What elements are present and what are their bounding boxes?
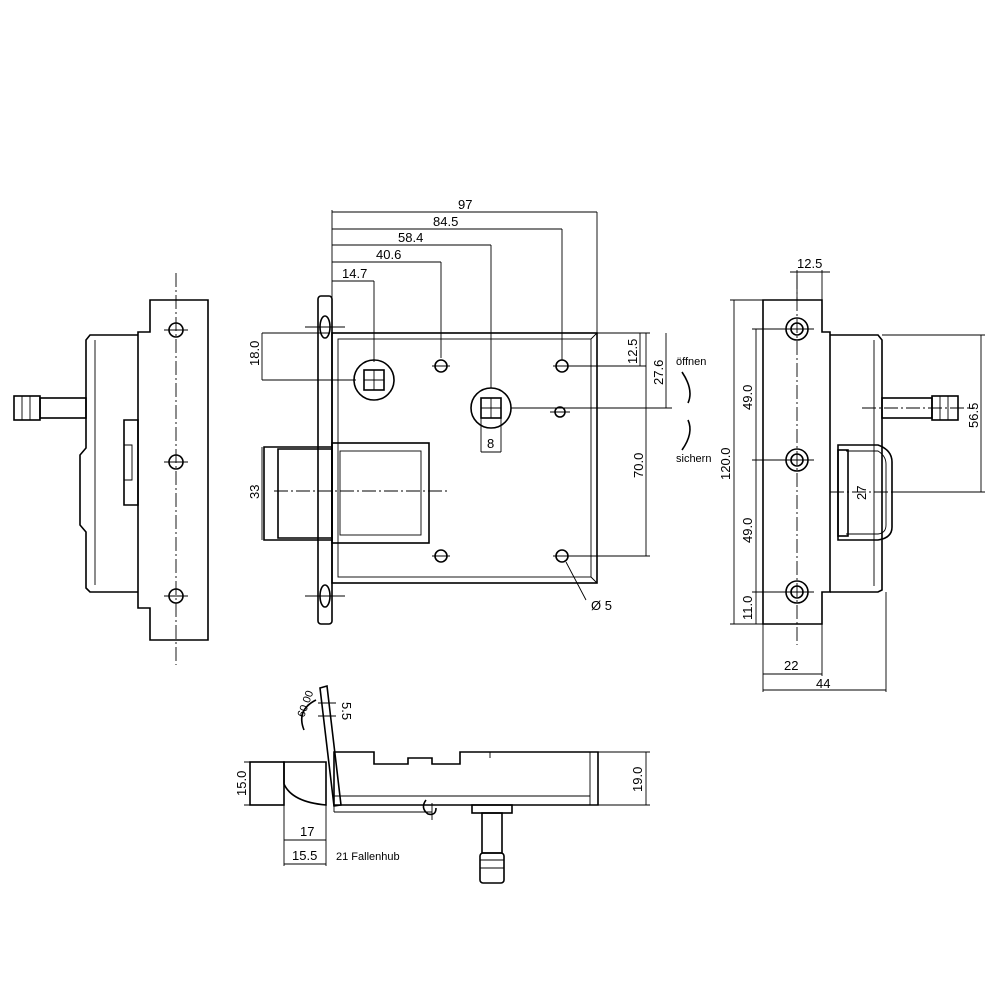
dim-15-0: 15.0 [234,771,249,796]
left-lock-body [79,334,138,593]
dim-49-0-bottom: 49.0 [740,518,755,543]
bottom-view-labels: 5.5 15.0 19.0 17 15.5 21 Fallenhub [234,702,645,863]
left-faceplate-outline [137,299,209,641]
front-view-labels: 97 84.5 58.4 40.6 14.7 18.0 33 12.5 27.6… [247,197,711,613]
left-side-view [13,273,209,665]
dim-22: 22 [784,658,798,673]
dim-70-0: 70.0 [631,453,646,478]
right-lock-body [830,334,883,593]
dim-40-6: 40.6 [376,247,401,262]
right-faceplate-outline [762,299,831,625]
dim-33: 33 [247,485,262,499]
left-spindle [39,397,87,419]
label-secure: sichern [676,453,711,465]
dim-15-5: 15.5 [292,848,317,863]
dim-18-0: 18.0 [247,341,262,366]
dim-120-0: 120.0 [718,447,733,480]
front-screw-holes [432,359,571,563]
right-view-labels: 12.5 49.0 49.0 120.0 11.0 56.5 27 22 44 [718,256,981,691]
left-screw-holes [164,322,188,604]
right-screw-holes [780,317,814,604]
front-latch-bolt [263,446,333,541]
angle-label: 60.00 [296,689,317,719]
dim-17: 17 [300,824,314,839]
right-latch-bracket [837,444,893,541]
dim-14-7: 14.7 [342,266,367,281]
dim-27: 27 [854,486,869,500]
latch-stroke-label: 21 Fallenhub [336,851,400,863]
front-faceplate [317,295,333,625]
bottom-faceplate [319,684,342,807]
dim-27-6: 27.6 [651,360,666,385]
dim-12-5-side: 12.5 [797,256,822,271]
right-side-view [730,270,985,692]
label-open: öffnen [676,356,706,368]
front-view [261,210,691,625]
dim-49-0-top: 49.0 [740,385,755,410]
dim-56-5: 56.5 [966,403,981,428]
dim-58-4: 58.4 [398,230,423,245]
bottom-lock-body [333,751,599,806]
bottom-latch [283,761,327,806]
dim-5-5: 5.5 [339,702,354,720]
dim-8: 8 [487,436,494,451]
dim-84-5: 84.5 [433,214,458,229]
dim-11-0: 11.0 [740,596,755,620]
dim-12-5-front: 12.5 [625,339,640,364]
dim-97: 97 [458,197,472,212]
hole-diameter-label: Ø 5 [591,598,612,613]
bottom-spindle [471,804,513,814]
dim-44: 44 [816,676,830,691]
dim-19-0: 19.0 [630,767,645,792]
